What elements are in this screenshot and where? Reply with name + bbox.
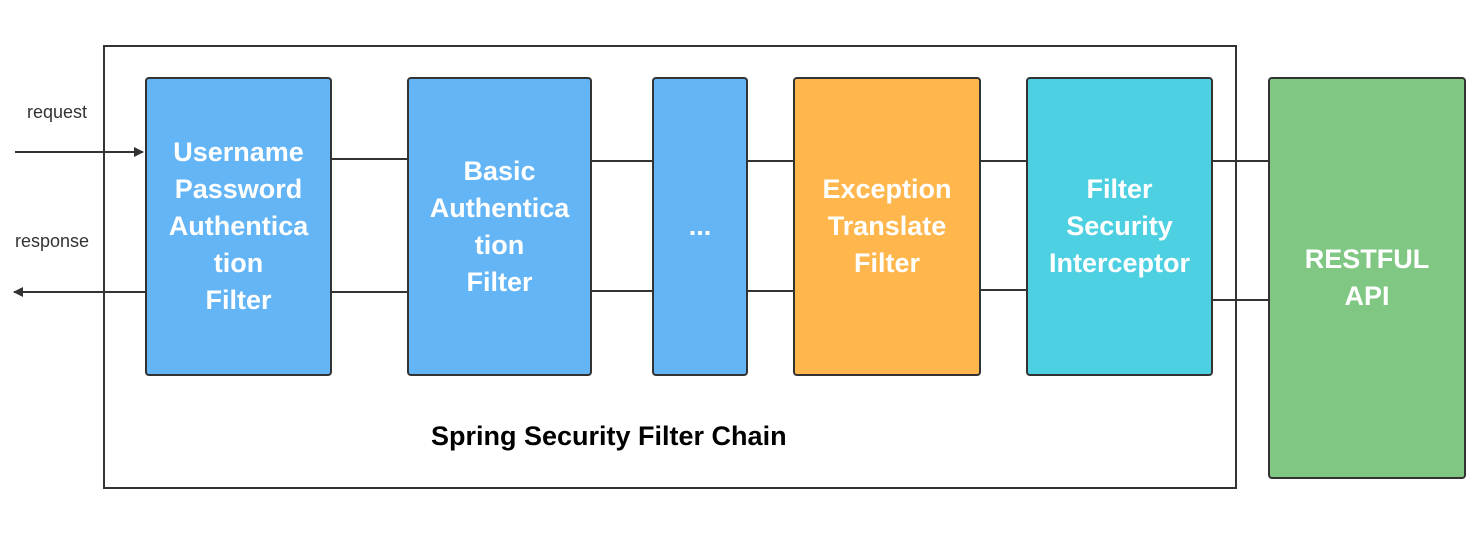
filter-username-password-label: Username Password Authentica tion Filter [168, 137, 309, 315]
filter-exception-translate-label: Exception Translate Filter [822, 174, 952, 278]
request-label: request [27, 102, 88, 122]
filter-security-interceptor: Filter Security Interceptor [1026, 77, 1213, 376]
filter-basic-authentication: Basic Authentica tion Filter [407, 77, 592, 376]
restful-api-label: RESTFUL API [1304, 244, 1430, 311]
filter-ellipsis: ... [652, 77, 748, 376]
filter-security-interceptor-label: Filter Security Interceptor [1048, 174, 1191, 278]
filter-ellipsis-label: ... [688, 211, 712, 241]
filter-exception-translate: Exception Translate Filter [793, 77, 981, 376]
filter-chain-container [103, 45, 1237, 489]
response-label: response [15, 231, 90, 251]
restful-api-box: RESTFUL API [1268, 77, 1466, 479]
filter-basic-authentication-label: Basic Authentica tion Filter [429, 155, 570, 297]
chain-title: Spring Security Filter Chain [431, 421, 787, 451]
filter-username-password: Username Password Authentica tion Filter [145, 77, 332, 376]
